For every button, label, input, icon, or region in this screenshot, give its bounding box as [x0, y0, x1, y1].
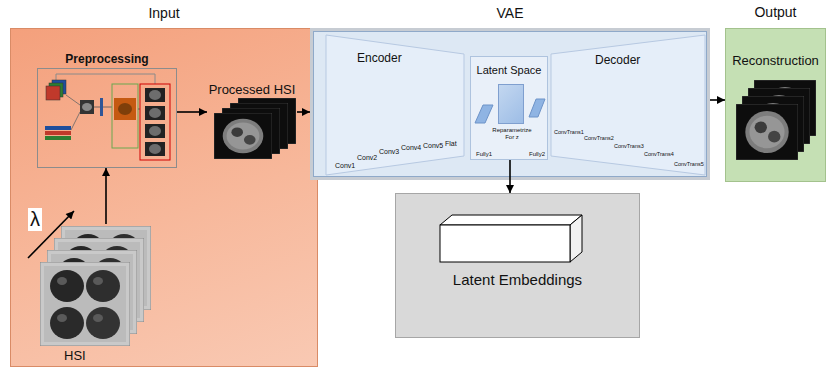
node-label: Conv4 — [401, 144, 421, 152]
reconstructed-band — [736, 104, 798, 160]
preprocessing-figure — [45, 74, 170, 160]
mask-bar — [100, 98, 103, 116]
flow-arrow — [297, 111, 310, 113]
mini-image — [145, 124, 165, 138]
node-label: Input — [148, 5, 179, 21]
node-label: Processed HSI — [209, 83, 296, 98]
box-front — [440, 225, 570, 262]
flow-arrow — [509, 160, 511, 193]
embedding-box — [440, 215, 582, 262]
node-label: Decoder — [595, 54, 640, 68]
mini-seed — [118, 103, 132, 115]
block-shape — [551, 35, 705, 175]
node-label: Conv2 — [357, 154, 377, 162]
mini-image — [145, 106, 165, 120]
crop-frame — [112, 84, 138, 148]
flow-arrow — [710, 99, 725, 101]
node-label: HSI — [64, 349, 86, 364]
mini-image — [145, 88, 165, 102]
wavelength-arrow — [28, 211, 74, 258]
node-label: Output — [754, 4, 796, 20]
node-label: Fully1 — [476, 151, 492, 158]
flow-line — [56, 74, 155, 84]
node-label: Flat — [445, 140, 457, 148]
mini-seed — [149, 90, 161, 100]
cube-face — [46, 86, 60, 100]
block-shape — [326, 35, 464, 175]
block-shape — [529, 99, 545, 117]
mini-seed — [149, 108, 161, 118]
mini-image — [145, 142, 165, 156]
node-label: Encoder — [357, 52, 402, 66]
node-label: ConvTrans1 — [554, 129, 584, 135]
node-label: Conv5 — [423, 142, 443, 150]
hsi-band — [40, 262, 130, 346]
flow-line — [94, 107, 100, 108]
block-outline — [474, 104, 494, 124]
flow-line — [71, 112, 80, 130]
node-label: Conv1 — [335, 162, 355, 170]
output-frame — [140, 84, 170, 160]
processed-stack — [214, 98, 296, 159]
block-shape — [475, 105, 493, 123]
rgb-band — [45, 136, 71, 140]
flow-arrow — [177, 111, 207, 113]
flow-arrow — [105, 168, 107, 224]
mini-image — [114, 98, 136, 120]
node-subtitle: Reconstruction — [732, 54, 819, 69]
mini-image — [80, 100, 94, 114]
latent-space-box: Fully1Reparametrize For zFully2Latent Sp… — [470, 56, 548, 160]
rgb-band — [45, 131, 71, 135]
reparametrize-block: Reparametrize For z — [498, 84, 524, 124]
node-label: Preprocessing — [65, 53, 148, 67]
axis-symbol: λ — [28, 208, 42, 231]
box-side — [570, 215, 582, 262]
node-label: Fully2 — [529, 151, 545, 158]
node-label: ConvTrans4 — [644, 151, 674, 157]
encoder-block: Conv1Conv2Conv3Conv4Conv5Flat Encoder — [325, 34, 465, 176]
processed-band — [214, 113, 272, 159]
mini-seed — [149, 144, 161, 154]
mini-seed — [82, 103, 92, 111]
node-label: ConvTrans2 — [584, 135, 614, 141]
node-label: Latent Space — [477, 64, 542, 77]
decoder-block: ConvTrans1ConvTrans2ConvTrans3ConvTrans4… — [550, 34, 706, 176]
vae-panel: Conv1Conv2Conv3Conv4Conv5FlatEncoderFull… — [310, 28, 710, 180]
node-label: Conv3 — [379, 148, 399, 156]
dense-layer: Fully1 — [474, 104, 494, 124]
reconstruction-stack — [736, 80, 816, 160]
node-label: Latent Embeddings — [453, 271, 582, 288]
node-label: Reparametrize For z — [491, 127, 533, 141]
node-label: VAE — [497, 5, 524, 21]
block-outline — [528, 98, 546, 118]
node-label: ConvTrans3 — [614, 143, 644, 149]
flow-line — [103, 107, 112, 108]
rgb-band — [45, 126, 71, 130]
node-label: ConvTrans5 — [674, 161, 704, 167]
mini-seed — [149, 126, 161, 136]
flow-line — [66, 95, 80, 105]
box-top — [440, 215, 582, 225]
dense-layer: Fully2 — [528, 98, 546, 118]
hsi-stack — [40, 226, 151, 346]
